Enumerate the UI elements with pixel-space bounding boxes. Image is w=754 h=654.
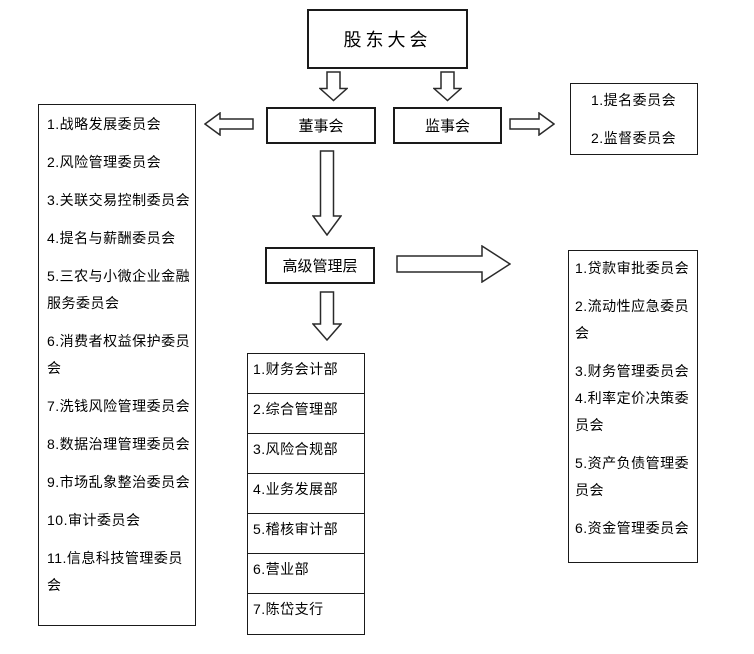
department-cell: 1.财务会计部 bbox=[248, 354, 364, 394]
node-senior-management: 高级管理层 bbox=[265, 247, 375, 284]
committee-item: 11.信息科技管理委员 会 bbox=[47, 550, 183, 593]
committee-item: 5.资产负债管理委 员会 bbox=[575, 455, 690, 498]
arrow-down-icon bbox=[312, 150, 342, 236]
committee-item: 2.风险管理委员会 bbox=[47, 154, 162, 170]
committee-item: 1.贷款审批委员会 bbox=[575, 260, 690, 276]
management-committees-box: 1.贷款审批委员会 2.流动性应急委员 会 3.财务管理委员会 4.利率定价决策… bbox=[568, 250, 698, 563]
department-cell: 5.稽核审计部 bbox=[248, 514, 364, 554]
committee-item: 4.提名与薪酬委员会 bbox=[47, 230, 176, 246]
committee-item: 2.流动性应急委员 会 bbox=[575, 298, 690, 341]
committee-item: 2.监督委员会 bbox=[591, 130, 677, 146]
committee-item: 6.消费者权益保护委员 会 bbox=[47, 333, 191, 376]
arrow-down-icon bbox=[319, 71, 348, 102]
department-cell: 6.营业部 bbox=[248, 554, 364, 594]
department-cell: 4.业务发展部 bbox=[248, 474, 364, 514]
committee-item: 1.战略发展委员会 bbox=[47, 116, 162, 132]
department-cell: 7.陈岱支行 bbox=[253, 601, 324, 617]
committee-item: 1.提名委员会 bbox=[591, 92, 677, 108]
committee-item: 3.关联交易控制委员会 bbox=[47, 192, 191, 208]
node-board-of-directors: 董事会 bbox=[266, 107, 376, 144]
committee-item: 5.三农与小微企业金融 服务委员会 bbox=[47, 268, 191, 311]
board-committees-box: 1.战略发展委员会 2.风险管理委员会 3.关联交易控制委员会 4.提名与薪酬委… bbox=[38, 104, 196, 626]
committee-item: 4.利率定价决策委 员会 bbox=[575, 390, 690, 433]
arrow-right-icon bbox=[509, 112, 555, 136]
arrow-left-icon bbox=[204, 112, 254, 136]
committee-item: 6.资金管理委员会 bbox=[575, 520, 690, 536]
committee-item: 10.审计委员会 bbox=[47, 512, 141, 528]
department-cell: 3.风险合规部 bbox=[248, 434, 364, 474]
departments-table: 1.财务会计部 2.综合管理部 3.风险合规部 4.业务发展部 5.稽核审计部 … bbox=[247, 353, 365, 635]
committee-item: 3.财务管理委员会 bbox=[575, 363, 690, 379]
committee-item: 7.洗钱风险管理委员会 bbox=[47, 398, 191, 414]
node-shareholders-meeting: 股东大会 bbox=[307, 9, 468, 69]
committee-item: 9.市场乱象整治委员会 bbox=[47, 474, 191, 490]
department-cell: 2.综合管理部 bbox=[248, 394, 364, 434]
arrow-down-icon bbox=[433, 71, 462, 102]
committee-item: 8.数据治理管理委员会 bbox=[47, 436, 191, 452]
supervisory-committees-box: 1.提名委员会 2.监督委员会 bbox=[570, 83, 698, 155]
node-board-of-supervisors: 监事会 bbox=[393, 107, 502, 144]
arrow-right-icon bbox=[396, 245, 511, 283]
arrow-down-icon bbox=[312, 291, 342, 341]
